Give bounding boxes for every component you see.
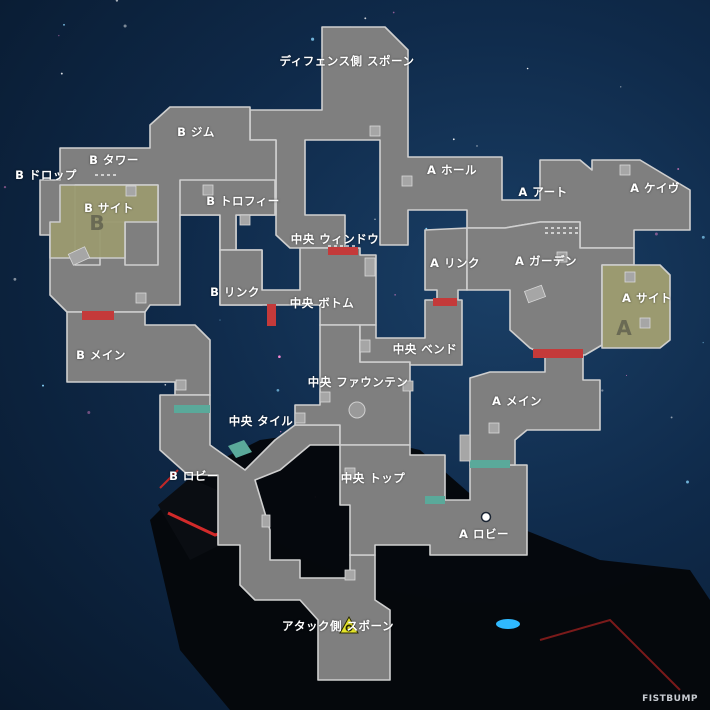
star-icon <box>677 168 680 170</box>
b-trophy-area <box>179 179 276 251</box>
callout-mid-bend: 中央 ベンド <box>392 342 458 356</box>
star-icon <box>701 235 705 239</box>
star-icon <box>13 277 17 281</box>
b-link-door <box>267 304 276 326</box>
star-icon <box>374 218 376 220</box>
attacker-spawn-icon <box>339 615 359 634</box>
callout-a-hall: A ホール <box>427 163 477 177</box>
star-icon <box>654 232 658 236</box>
b-site-zone <box>49 184 159 259</box>
callout-b-lobby: B ロビー <box>169 469 219 483</box>
callout-a-cave: A ケイヴ <box>630 181 680 195</box>
dashed-paths <box>95 174 580 247</box>
callout-mid-fountain: 中央 ファウンテン <box>307 375 409 389</box>
watermark: FISTBUMP <box>642 694 698 704</box>
callout-a-link: A リンク <box>430 256 480 270</box>
star-icon <box>364 17 367 20</box>
callout-a-lobby: A ロビー <box>459 527 509 541</box>
callout-attacker-spawn: アタック側 スポーン <box>282 619 394 633</box>
callout-mid-top: 中央 トップ <box>340 471 406 485</box>
callout-b-tower: B タワー <box>89 153 139 167</box>
star-icon <box>670 416 673 419</box>
fountain-icon <box>348 401 366 419</box>
mid-window-door <box>328 247 358 255</box>
callout-b-gym: B ジム <box>177 125 215 139</box>
b-link-area <box>219 247 377 326</box>
star-icon <box>276 388 280 392</box>
mid-top-door <box>425 496 445 504</box>
glow-icon <box>496 619 520 629</box>
mid-tile-door <box>228 440 252 458</box>
orb-icon <box>480 511 492 523</box>
callout-b-drop: B ドロップ <box>15 168 77 182</box>
mid-bend-door <box>433 298 457 306</box>
a-main-door <box>470 460 510 468</box>
star-icon <box>87 411 91 414</box>
callout-b-main: B メイン <box>76 348 126 362</box>
b-site-letter: B <box>89 211 105 235</box>
callout-a-main: A メイン <box>492 394 542 408</box>
star-icon <box>702 341 704 344</box>
doors <box>82 247 583 504</box>
star-icon <box>219 319 221 321</box>
star-icon <box>63 23 65 26</box>
a-site-door <box>533 349 583 358</box>
star-icon <box>164 383 167 386</box>
star-icon <box>526 67 529 70</box>
star-icon <box>42 384 44 387</box>
star-icon <box>58 34 60 37</box>
star-icon <box>123 24 127 28</box>
cover-boxes <box>67 125 651 581</box>
a-site-zone <box>601 264 671 349</box>
star-icon <box>278 355 281 359</box>
star-icon <box>115 0 119 2</box>
star-icon <box>394 294 396 296</box>
b-main-door <box>82 311 114 320</box>
star-icon <box>280 431 282 433</box>
star-icon <box>452 138 455 141</box>
callout-b-site: B サイト <box>84 201 134 215</box>
callout-defender-spawn: ディフェンス側 スポーン <box>279 54 415 68</box>
callout-mid-tile: 中央 タイル <box>228 414 294 428</box>
star-icon <box>392 11 395 14</box>
star-icon <box>311 37 315 41</box>
callout-a-art: A アート <box>518 185 568 199</box>
callout-b-link: B リンク <box>210 285 260 299</box>
callout-a-garden: A ガーデン <box>515 254 577 268</box>
star-icon <box>3 185 7 189</box>
a-main-area <box>469 354 601 466</box>
callout-mid-bottom: 中央 ボトム <box>289 296 355 310</box>
callout-mid-window: 中央 ウィンドウ <box>290 232 380 246</box>
star-icon <box>476 145 478 147</box>
star-icon <box>60 72 63 75</box>
star-icon <box>620 86 622 88</box>
star-icon <box>686 480 689 484</box>
star-icon <box>601 389 604 392</box>
star-icon <box>625 374 628 376</box>
callout-a-site: A サイト <box>622 291 672 305</box>
a-site-letter: A <box>616 316 632 340</box>
b-lobby-door <box>174 405 210 413</box>
star-icon <box>425 227 428 230</box>
callout-b-trophy: B トロフィー <box>206 194 280 208</box>
